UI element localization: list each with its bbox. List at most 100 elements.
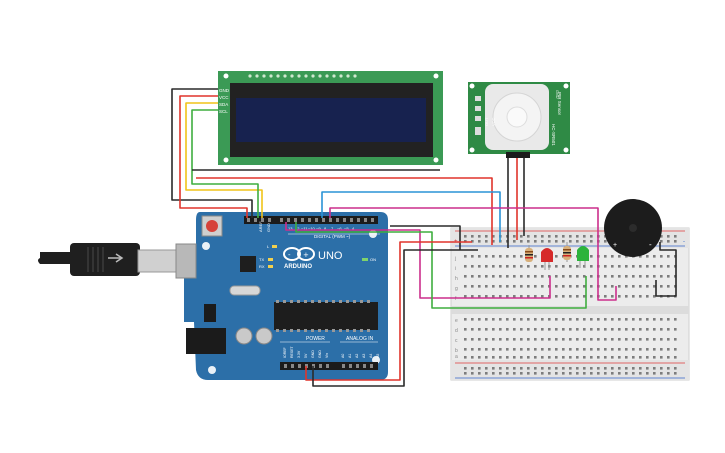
row-label: c <box>455 338 458 344</box>
breadboard-hole <box>562 348 565 351</box>
breadboard-hole <box>485 356 488 359</box>
breadboard-hole <box>562 295 565 298</box>
buzzer-minus-label: - <box>649 240 652 249</box>
breadboard-hole <box>541 348 544 351</box>
breadboard-hole <box>492 348 495 351</box>
breadboard-holes <box>464 235 677 375</box>
breadboard-hole <box>471 328 474 331</box>
breadboard-hole <box>527 367 530 370</box>
breadboard-hole <box>660 356 663 359</box>
breadboard-hole <box>618 338 621 341</box>
row-label: d <box>455 328 458 334</box>
breadboard-hole <box>492 240 495 243</box>
breadboard-hole <box>576 348 579 351</box>
breadboard-hole <box>478 240 481 243</box>
breadboard-hole <box>464 328 467 331</box>
breadboard-hole <box>471 372 474 375</box>
breadboard-hole <box>597 338 600 341</box>
breadboard-hole <box>576 356 579 359</box>
breadboard-hole <box>639 328 642 331</box>
breadboard-hole <box>632 338 635 341</box>
breadboard-hole <box>569 275 572 278</box>
breadboard-hole <box>604 265 607 268</box>
breadboard-hole <box>569 285 572 288</box>
breadboard-hole <box>562 338 565 341</box>
breadboard-hole <box>485 328 488 331</box>
breadboard-hole <box>569 318 572 321</box>
pin-label: ~10 <box>308 226 316 231</box>
breadboard-hole <box>583 235 586 238</box>
breadboard-hole <box>625 367 628 370</box>
breadboard-hole <box>653 367 656 370</box>
breadboard-hole <box>464 372 467 375</box>
breadboard-hole <box>625 255 628 258</box>
buzzer-plus-label: + <box>613 242 617 249</box>
breadboard-hole <box>492 318 495 321</box>
capacitor <box>255 327 273 345</box>
breadboard-hole <box>485 348 488 351</box>
pir-label-model: HC-SR501 <box>551 124 556 146</box>
wire-red <box>305 241 472 381</box>
tx-label: TX <box>259 257 264 262</box>
pin-label: A0 <box>341 354 345 358</box>
breadboard-hole <box>618 348 621 351</box>
crystal <box>229 285 261 296</box>
svg-text:-: - <box>288 251 291 259</box>
breadboard-hole <box>513 328 516 331</box>
pin-label: A3 <box>362 354 366 358</box>
breadboard-hole <box>520 372 523 375</box>
breadboard-hole <box>667 235 670 238</box>
breadboard-hole <box>639 356 642 359</box>
breadboard-hole <box>562 240 565 243</box>
breadboard-hole <box>611 372 614 375</box>
wire-yellow <box>185 102 263 218</box>
breadboard-hole <box>569 356 572 359</box>
breadboard-hole <box>611 367 614 370</box>
pir-pin-label-out: OUT <box>484 117 489 126</box>
analog-header-label: ANALOG IN <box>346 336 374 342</box>
breadboard-hole <box>618 367 621 370</box>
breadboard-hole <box>485 265 488 268</box>
breadboard-hole <box>555 255 558 258</box>
breadboard-hole <box>513 265 516 268</box>
breadboard-hole <box>478 356 481 359</box>
breadboard-hole <box>667 356 670 359</box>
breadboard-hole <box>625 372 628 375</box>
breadboard-hole <box>541 328 544 331</box>
breadboard-hole <box>625 285 628 288</box>
breadboard-hole <box>576 338 579 341</box>
pin-label: 3.3V <box>297 350 301 358</box>
breadboard-hole <box>576 285 579 288</box>
breadboard-hole <box>597 367 600 370</box>
wire-red <box>179 95 248 218</box>
brand-label: ARDUINO <box>284 264 312 270</box>
breadboard-hole <box>555 295 558 298</box>
pin-label: GND <box>311 350 315 358</box>
breadboard-hole <box>527 235 530 238</box>
breadboard-hole <box>541 372 544 375</box>
breadboard-hole <box>653 295 656 298</box>
lcd-pin-sda-label: SDA <box>219 102 228 107</box>
breadboard-hole <box>520 275 523 278</box>
breadboard-hole <box>485 295 488 298</box>
breadboard-hole <box>506 367 509 370</box>
wire-black <box>655 242 677 297</box>
breadboard-hole <box>653 255 656 258</box>
breadboard-hole <box>625 265 628 268</box>
breadboard-hole <box>590 285 593 288</box>
breadboard-hole <box>513 367 516 370</box>
breadboard-hole <box>660 367 663 370</box>
breadboard-hole <box>534 255 537 258</box>
breadboard-hole <box>478 318 481 321</box>
breadboard-hole <box>590 255 593 258</box>
reset-button[interactable] <box>206 220 218 232</box>
breadboard-hole <box>471 240 474 243</box>
breadboard-hole <box>590 295 593 298</box>
breadboard-hole <box>576 265 579 268</box>
breadboard-hole <box>478 235 481 238</box>
breadboard-hole <box>583 348 586 351</box>
breadboard-hole <box>555 348 558 351</box>
breadboard-hole <box>653 285 656 288</box>
breadboard-hole <box>464 356 467 359</box>
breadboard-hole <box>604 255 607 258</box>
